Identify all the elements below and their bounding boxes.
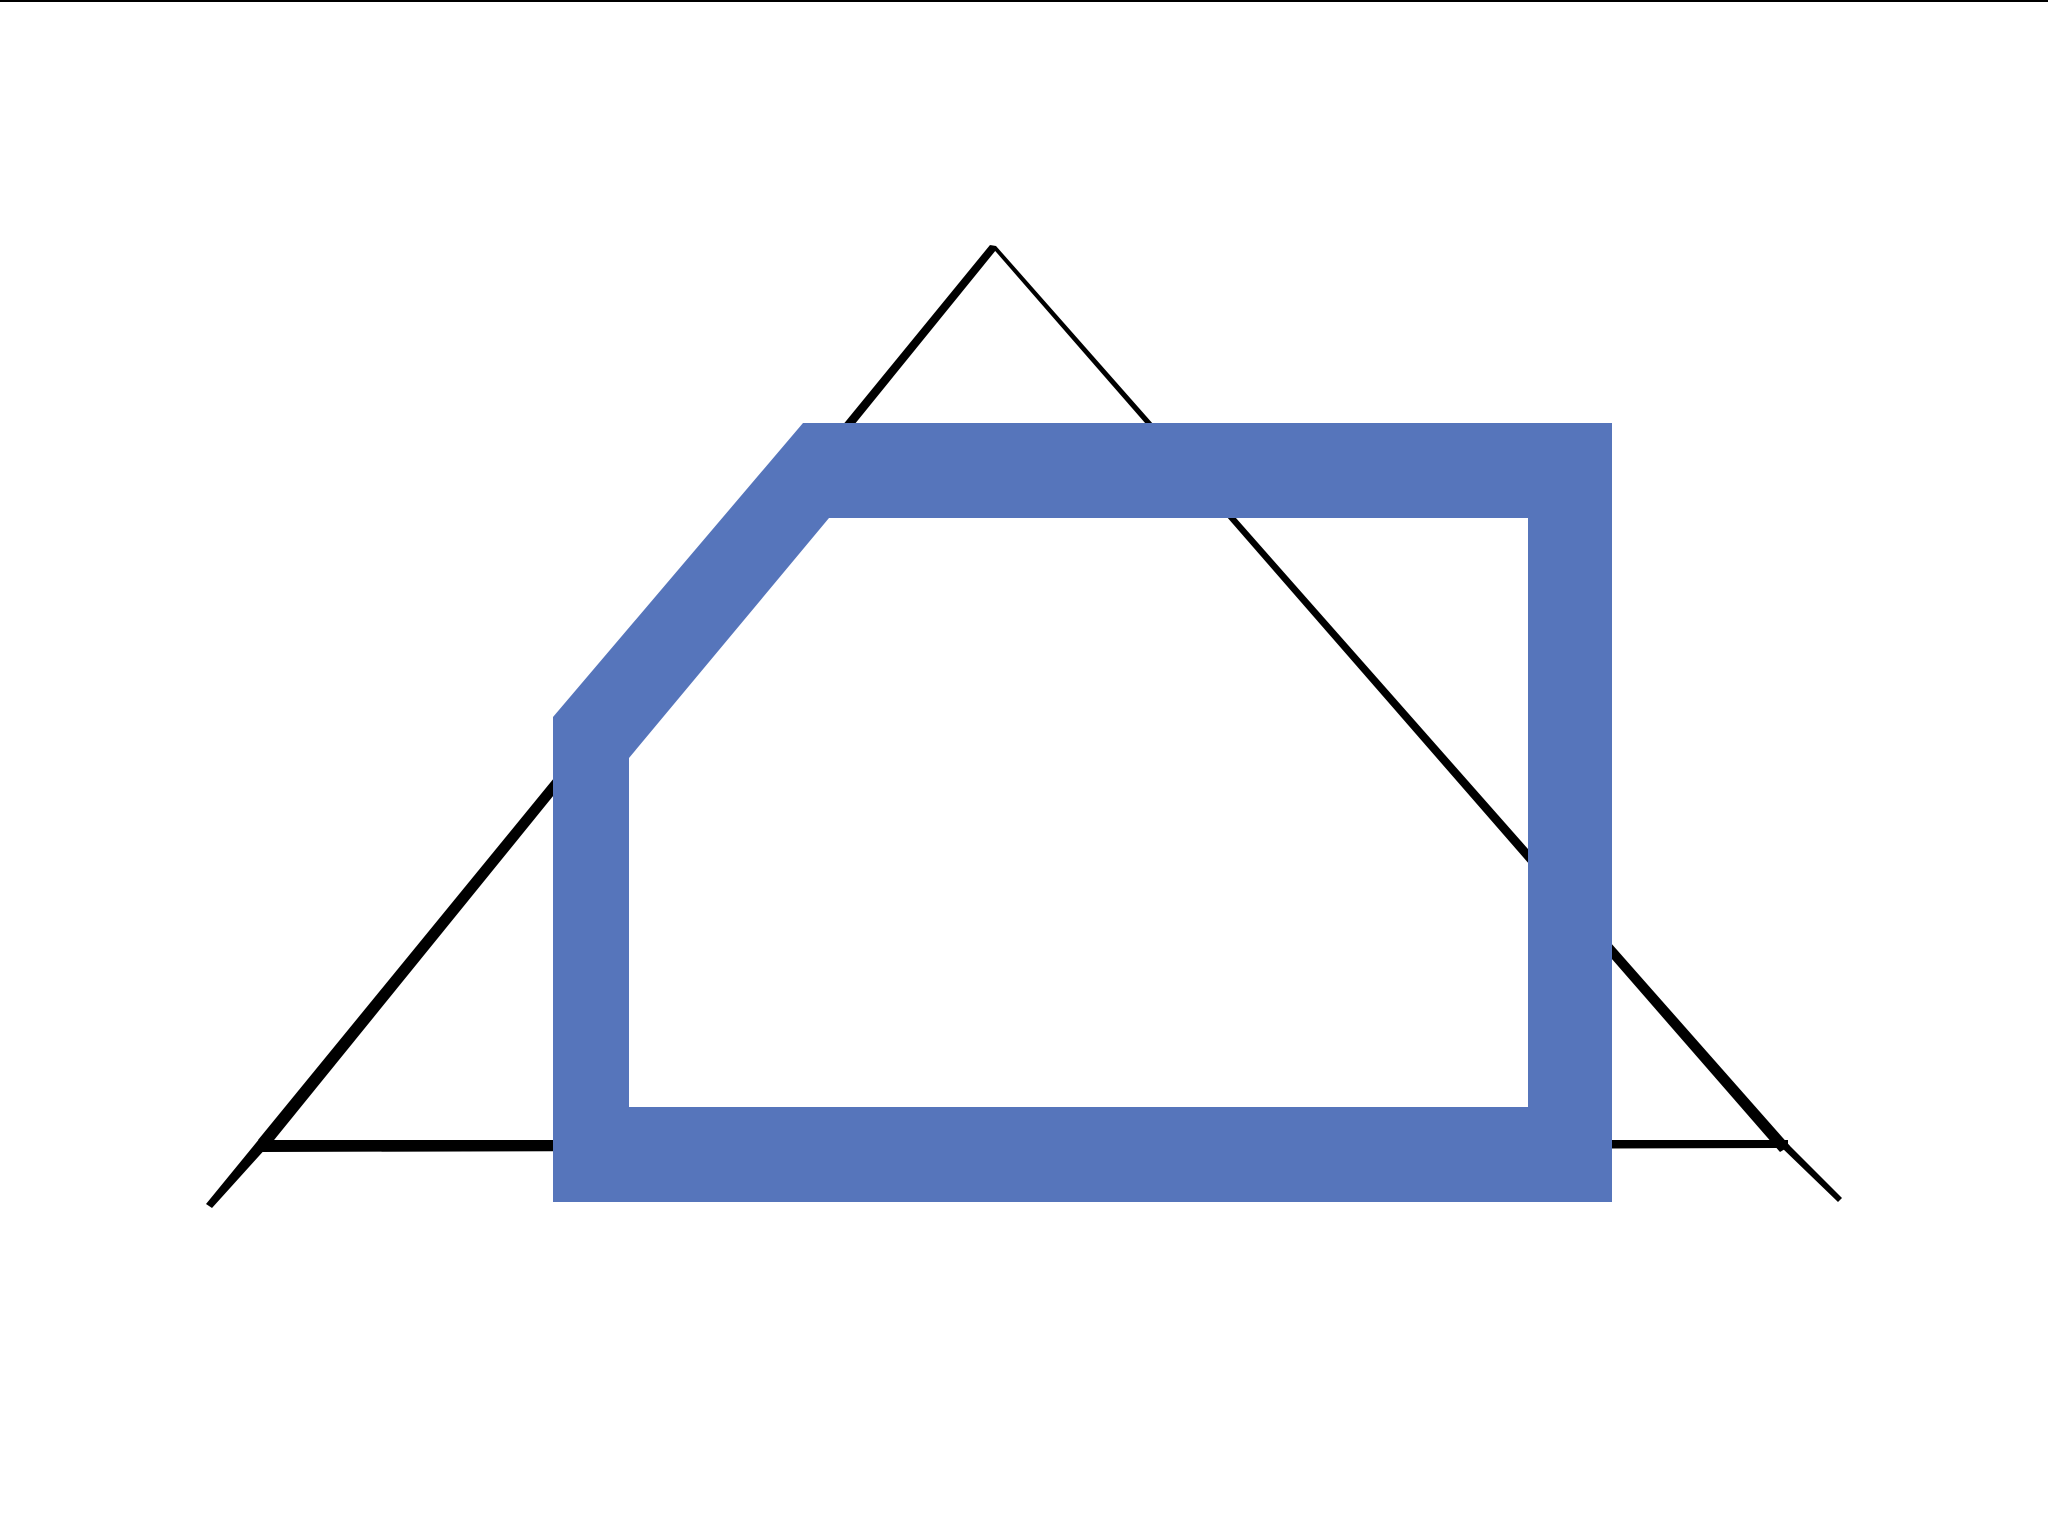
triangle-left-tail — [206, 1138, 268, 1208]
triangle-right-side — [990, 245, 1790, 1152]
hexagon-outline — [553, 423, 1612, 1202]
triangle-right-tail — [1780, 1144, 1842, 1202]
top-border-line — [0, 0, 2048, 2]
